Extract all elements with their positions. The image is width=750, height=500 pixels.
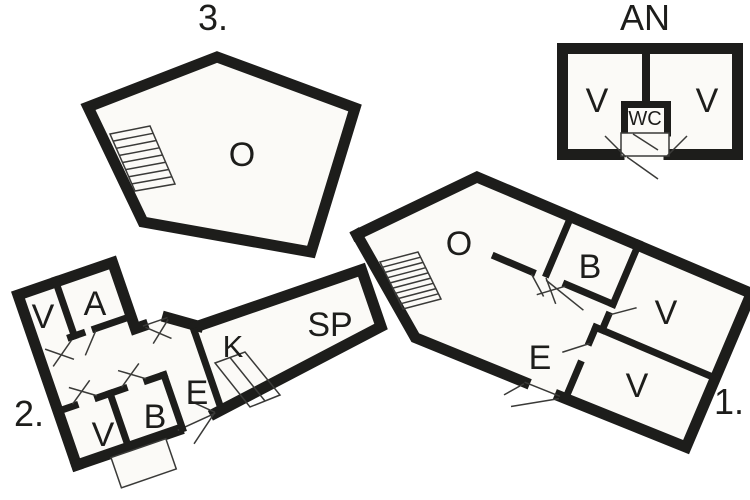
door-swing	[68, 386, 98, 397]
door-swing	[510, 397, 560, 408]
wall-block-top-1	[61, 400, 80, 414]
wc-walls	[621, 101, 671, 137]
door-swing	[117, 369, 147, 380]
wall-stub-o	[490, 251, 537, 277]
building-annex: AN V WC V	[557, 0, 743, 180]
room-label-b-house1: B	[579, 248, 602, 286]
door-swing	[632, 133, 659, 151]
building-number-3: 3.	[198, 0, 228, 38]
room-label-v1-house2: V	[32, 298, 55, 336]
building-2: V A E B V K SP 2.	[11, 255, 388, 489]
stair-tread	[400, 293, 439, 305]
steps-outline	[213, 351, 282, 408]
building-number-annex: AN	[620, 0, 670, 38]
stair-tread	[119, 147, 160, 157]
stair-tread	[397, 287, 437, 300]
room-label-wc: WC	[628, 108, 661, 130]
building-number-2: 2.	[14, 393, 44, 434]
building-1-outer-wall	[349, 170, 750, 455]
building-1: O B V V E 1.	[349, 170, 750, 455]
wall-a-bottom	[90, 311, 136, 334]
wall-e-k	[190, 327, 224, 408]
staircase-symbol	[378, 251, 443, 310]
door-swing	[604, 135, 627, 158]
building-3-floor	[88, 57, 355, 252]
door-swing	[503, 383, 525, 396]
stair-tread	[395, 282, 434, 295]
staircase-outline	[108, 125, 177, 192]
stair-tread	[131, 176, 173, 185]
entrance-vestibule	[620, 132, 670, 157]
room-label-v1-house1: V	[655, 294, 678, 332]
building-2-floor	[18, 262, 382, 466]
door-swing	[44, 348, 75, 360]
room-label-v-annex-right: V	[696, 82, 719, 120]
door-swing	[666, 135, 688, 157]
wall-e-v2-lower	[561, 359, 585, 402]
door-swing	[545, 279, 584, 311]
room-label-k-house2: K	[223, 329, 244, 364]
room-label-e-house2: E	[186, 374, 209, 412]
entrance-door-line	[524, 381, 561, 398]
door-swing	[609, 307, 637, 316]
stair-tread	[122, 154, 163, 164]
stair-tread	[387, 266, 426, 279]
stair-tread	[112, 132, 154, 142]
stair-tread	[384, 261, 424, 274]
building-2-outer-wall-left	[11, 255, 150, 473]
room-label-v2-house2: V	[92, 416, 115, 454]
room-label-o-house1: O	[446, 225, 472, 263]
building-1-floor	[356, 177, 750, 448]
door-swing	[121, 362, 140, 388]
wall-v1-v2-divider	[591, 322, 720, 383]
door-swings-house2	[44, 319, 216, 445]
porch	[110, 437, 178, 489]
door-swing	[562, 342, 591, 353]
door-swing	[71, 379, 91, 405]
door-swings-annex	[604, 133, 688, 180]
wall-b-bottom	[561, 279, 618, 309]
stair-tread	[128, 168, 169, 178]
wc-room	[620, 101, 671, 157]
room-label-sp-house2: SP	[307, 306, 352, 344]
building-2-outer-wall-sp	[188, 262, 388, 421]
staircase-symbol	[108, 125, 177, 192]
door-swing	[193, 411, 216, 445]
room-label-a-house2: A	[84, 285, 107, 323]
door-swing	[152, 319, 169, 345]
corridor-door-line	[142, 316, 168, 327]
wall-b-v-divider	[608, 238, 644, 309]
kitchen-steps-symbol	[213, 351, 282, 408]
stair-tread	[390, 272, 429, 284]
building-3-outer-wall	[80, 51, 362, 259]
door-swing	[626, 156, 659, 180]
door-swing	[84, 330, 97, 356]
door-swings-house1	[503, 273, 637, 408]
wall-v-a-divider	[50, 275, 79, 341]
step-divider	[229, 357, 266, 402]
door-swing	[530, 273, 545, 297]
room-label-b-house2: B	[144, 398, 167, 436]
door-swing	[189, 400, 216, 413]
room-label-e-house1: E	[529, 339, 552, 377]
wall-v-b-divider	[105, 388, 134, 452]
door-swing	[145, 326, 172, 340]
room-label-o-house3: O	[229, 136, 255, 174]
stair-tread	[125, 161, 166, 171]
door-swing	[52, 339, 73, 367]
stair-tread	[392, 277, 431, 289]
building-1-outer-wall-2	[349, 227, 532, 390]
wall-b-right	[159, 370, 187, 434]
wall-b-left	[542, 210, 577, 279]
stair-tread	[382, 256, 421, 268]
room-label-v2-house1: V	[626, 367, 649, 405]
building-number-1: 1.	[714, 381, 744, 422]
building-3: 3. O	[80, 0, 362, 259]
wall-divider-foot	[66, 328, 87, 342]
wall-e-v2-upper	[584, 322, 601, 347]
stair-tread	[116, 139, 157, 150]
room-label-v-annex-left: V	[586, 82, 609, 120]
